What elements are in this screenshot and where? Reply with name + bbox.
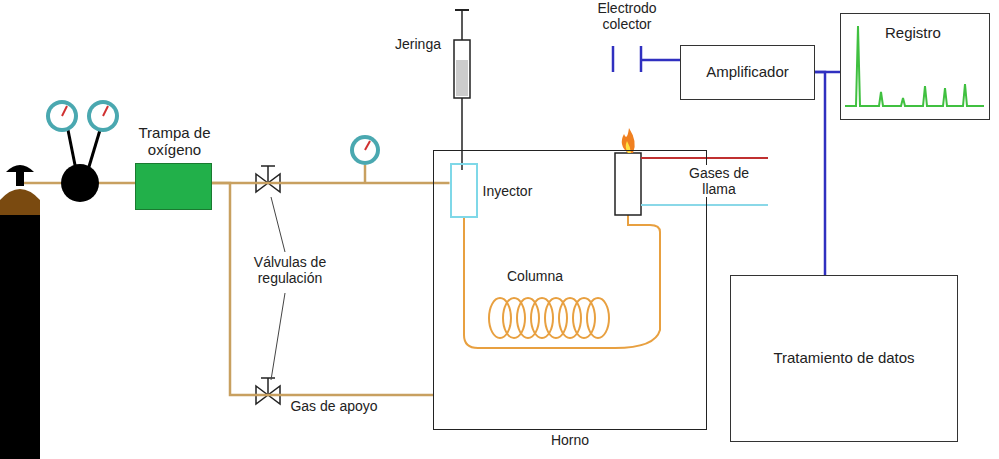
node-label: Registro (885, 24, 941, 41)
gas-line (212, 183, 433, 395)
injector-box: Inyector (450, 163, 478, 218)
regulation-valve (256, 378, 280, 404)
node-label: Inyector (483, 183, 533, 199)
gas-cylinder (0, 165, 40, 459)
recorder-box: Registro (840, 13, 990, 120)
pressure-regulator (46, 100, 119, 202)
node-label: Trampa de oxígeno (122, 124, 227, 159)
support-gas-label: Gas de apoyo (284, 398, 384, 414)
data-processing-box: Tratamiento de datos (730, 275, 958, 442)
fid-detector (615, 128, 768, 215)
regulation-valve (256, 166, 280, 192)
valve-label: Válvulas de regulación (242, 254, 338, 286)
electrode-label: Electrodo colector (585, 0, 669, 32)
amplifier-box: Amplificador (680, 45, 815, 100)
leader-line (271, 197, 285, 380)
column (464, 215, 660, 348)
pressure-gauge (350, 135, 380, 183)
oven-box: HornoInyector (433, 150, 707, 430)
gas-line (212, 182, 450, 185)
column-label: Columna (500, 268, 570, 284)
collector-electrode (613, 46, 680, 72)
signal-wire (815, 72, 825, 275)
node-label: Tratamiento de datos (731, 349, 957, 366)
oxygen-trap: Trampa de oxígeno (135, 163, 212, 210)
flame-gas-label: Gases de llama (686, 165, 752, 197)
node-label: Horno (434, 432, 706, 448)
node-label: Amplificador (681, 63, 814, 80)
syringe (454, 10, 470, 170)
syringe-label: Jeringa (388, 36, 448, 52)
